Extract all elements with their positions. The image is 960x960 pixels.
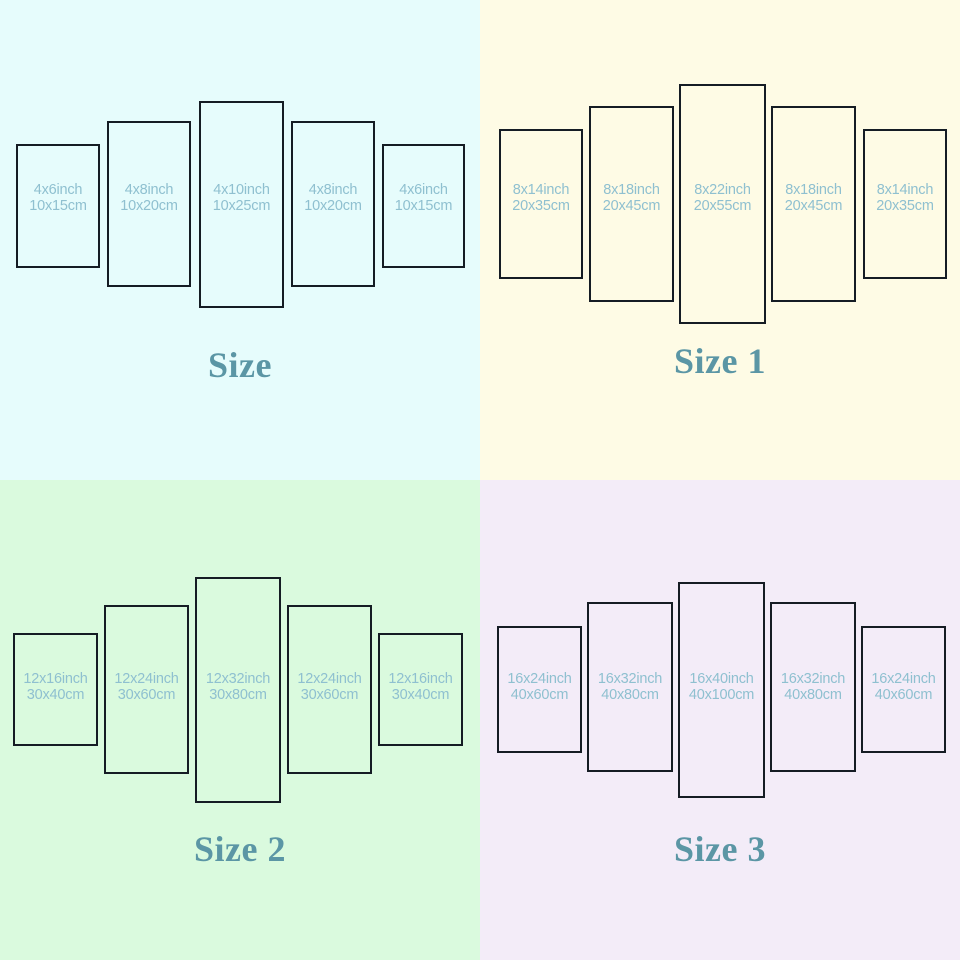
quadrant-title-size-2: Size 2 bbox=[194, 829, 286, 869]
panel-center[interactable] bbox=[199, 101, 284, 308]
panel-left-inner[interactable] bbox=[107, 121, 191, 287]
panel-right-outer[interactable] bbox=[863, 129, 947, 279]
size-inches-text: 8x22inch bbox=[694, 182, 751, 198]
size-inches-text: 12x24inch bbox=[114, 671, 179, 687]
size-inches-text: 16x32inch bbox=[780, 671, 846, 687]
panel-right-inner[interactable] bbox=[770, 602, 856, 772]
size-cm-text: 10x20cm bbox=[304, 197, 362, 214]
size-cm-text: 30x60cm bbox=[300, 686, 359, 703]
size-inches-text: 12x32inch bbox=[205, 671, 271, 687]
size-inches-text: 12x16inch bbox=[23, 671, 88, 687]
size-inches-text: 4x6inch bbox=[33, 182, 83, 198]
size-cm-text: 30x40cm bbox=[26, 686, 85, 703]
size-inches-text: 16x24inch bbox=[507, 671, 572, 687]
size-cm-text: 10x15cm bbox=[29, 197, 87, 214]
size-cm-text: 20x35cm bbox=[876, 197, 934, 214]
size-cm-text: 40x80cm bbox=[601, 686, 659, 703]
size-cm-text: 40x60cm bbox=[874, 686, 933, 703]
size-inches-text: 8x18inch bbox=[785, 182, 842, 198]
size-cm-text: 20x55cm bbox=[693, 197, 752, 214]
panel-center[interactable] bbox=[195, 577, 281, 803]
panel-right-outer[interactable] bbox=[861, 626, 946, 753]
size-inches-text: 4x10inch bbox=[213, 182, 270, 198]
size-cm-text: 20x45cm bbox=[784, 197, 843, 214]
size-inches-text: 4x8inch bbox=[308, 182, 358, 198]
size-inches-text: 8x14inch bbox=[512, 182, 570, 198]
size-cm-text: 10x20cm bbox=[120, 197, 178, 214]
size-cm-text: 10x25cm bbox=[212, 197, 271, 214]
panel-left-outer[interactable] bbox=[16, 144, 100, 268]
quadrant-title-size-1: Size 1 bbox=[674, 341, 766, 381]
panel-center[interactable] bbox=[678, 582, 765, 798]
panel-left-outer[interactable] bbox=[499, 129, 583, 279]
panel-left-inner[interactable] bbox=[104, 605, 189, 774]
quadrant-title-size: Size bbox=[208, 345, 272, 385]
size-cm-text: 40x80cm bbox=[784, 686, 842, 703]
size-inches-text: 16x32inch bbox=[597, 671, 663, 687]
quadrant-title-size-3: Size 3 bbox=[674, 829, 766, 869]
size-inches-text: 16x24inch bbox=[871, 671, 936, 687]
size-inches-text: 16x40inch bbox=[689, 671, 754, 687]
size-inches-text: 8x14inch bbox=[876, 182, 934, 198]
panel-right-inner[interactable] bbox=[287, 605, 372, 774]
size-cm-text: 40x60cm bbox=[510, 686, 569, 703]
size-cm-text: 10x15cm bbox=[394, 197, 453, 214]
size-cm-text: 20x35cm bbox=[512, 197, 570, 214]
size-cm-text: 40x100cm bbox=[688, 686, 755, 703]
size-cm-text: 30x40cm bbox=[391, 686, 450, 703]
size-inches-text: 4x8inch bbox=[124, 182, 174, 198]
size-inches-text: 12x16inch bbox=[388, 671, 453, 687]
panel-center[interactable] bbox=[679, 84, 766, 324]
size-inches-text: 8x18inch bbox=[603, 182, 660, 198]
panel-left-inner[interactable] bbox=[587, 602, 673, 772]
panel-right-inner[interactable] bbox=[291, 121, 375, 287]
panel-left-outer[interactable] bbox=[497, 626, 582, 753]
size-cm-text: 30x80cm bbox=[209, 686, 267, 703]
size-cm-text: 20x45cm bbox=[602, 197, 661, 214]
panel-left-outer[interactable] bbox=[13, 633, 98, 746]
panel-right-inner[interactable] bbox=[771, 106, 856, 302]
panel-left-inner[interactable] bbox=[589, 106, 674, 302]
panel-right-outer[interactable] bbox=[382, 144, 465, 268]
size-inches-text: 12x24inch bbox=[297, 671, 362, 687]
size-inches-text: 4x6inch bbox=[399, 182, 448, 198]
panel-right-outer[interactable] bbox=[378, 633, 463, 746]
size-cm-text: 30x60cm bbox=[117, 686, 176, 703]
